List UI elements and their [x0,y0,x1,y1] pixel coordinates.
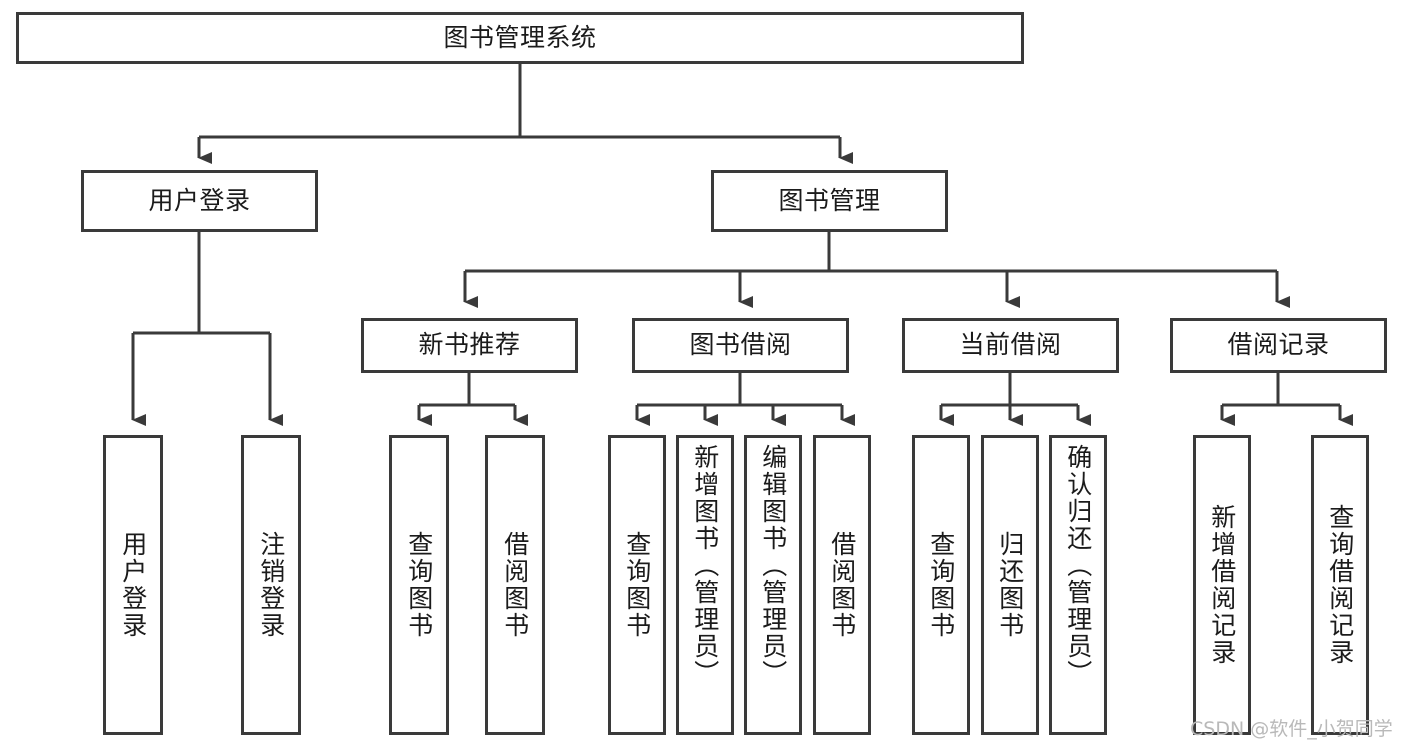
node-current-borrow[interactable]: 当前借阅 [902,318,1119,373]
leaf-query-book-new[interactable]: 查询图书 [389,435,449,735]
leaf-query-book-current-label: 查询图书 [926,531,956,639]
leaf-confirm-return[interactable]: 确认归还（管理员） [1049,435,1107,735]
leaf-return-book[interactable]: 归还图书 [981,435,1039,735]
leaf-borrow-book-new[interactable]: 借阅图书 [485,435,545,735]
leaf-confirm-return-label: 确认归还（管理员） [1063,444,1093,687]
leaf-add-borrow-record-label: 新增借阅记录 [1207,504,1237,666]
leaf-add-borrow-record[interactable]: 新增借阅记录 [1193,435,1251,735]
node-user-login-label: 用户登录 [148,185,251,215]
leaf-add-book[interactable]: 新增图书（管理员） [676,435,734,735]
leaf-user-login[interactable]: 用户登录 [103,435,163,735]
leaf-query-borrow-record[interactable]: 查询借阅记录 [1311,435,1369,735]
node-current-borrow-label: 当前借阅 [959,330,1062,360]
node-root-label: 图书管理系统 [443,22,597,52]
leaf-borrow-book[interactable]: 借阅图书 [813,435,871,735]
node-new-book-recommend[interactable]: 新书推荐 [361,318,578,373]
node-book-management-label: 图书管理 [778,185,881,215]
leaf-return-book-label: 归还图书 [995,531,1025,639]
leaf-borrow-book-label: 借阅图书 [827,531,857,639]
leaf-add-book-label: 新增图书（管理员） [690,444,720,687]
leaf-query-book-borrow[interactable]: 查询图书 [608,435,666,735]
leaf-logout[interactable]: 注销登录 [241,435,301,735]
leaf-edit-book-label: 编辑图书（管理员） [758,444,788,687]
leaf-query-book-current[interactable]: 查询图书 [912,435,970,735]
watermark: CSDN @软件_小贺同学 [1190,718,1393,740]
leaf-user-login-label: 用户登录 [118,531,148,639]
node-borrow-record-label: 借阅记录 [1227,330,1330,360]
node-root[interactable]: 图书管理系统 [16,12,1024,64]
node-user-login[interactable]: 用户登录 [81,170,318,232]
leaf-borrow-book-new-label: 借阅图书 [500,531,530,639]
leaf-edit-book[interactable]: 编辑图书（管理员） [744,435,802,735]
leaf-query-borrow-record-label: 查询借阅记录 [1325,504,1355,666]
node-book-borrow-label: 图书借阅 [689,330,792,360]
node-book-management[interactable]: 图书管理 [711,170,948,232]
leaf-logout-label: 注销登录 [256,531,286,639]
node-new-book-recommend-label: 新书推荐 [418,330,521,360]
node-book-borrow[interactable]: 图书借阅 [632,318,849,373]
node-borrow-record[interactable]: 借阅记录 [1170,318,1387,373]
leaf-query-book-borrow-label: 查询图书 [622,531,652,639]
leaf-query-book-new-label: 查询图书 [404,531,434,639]
